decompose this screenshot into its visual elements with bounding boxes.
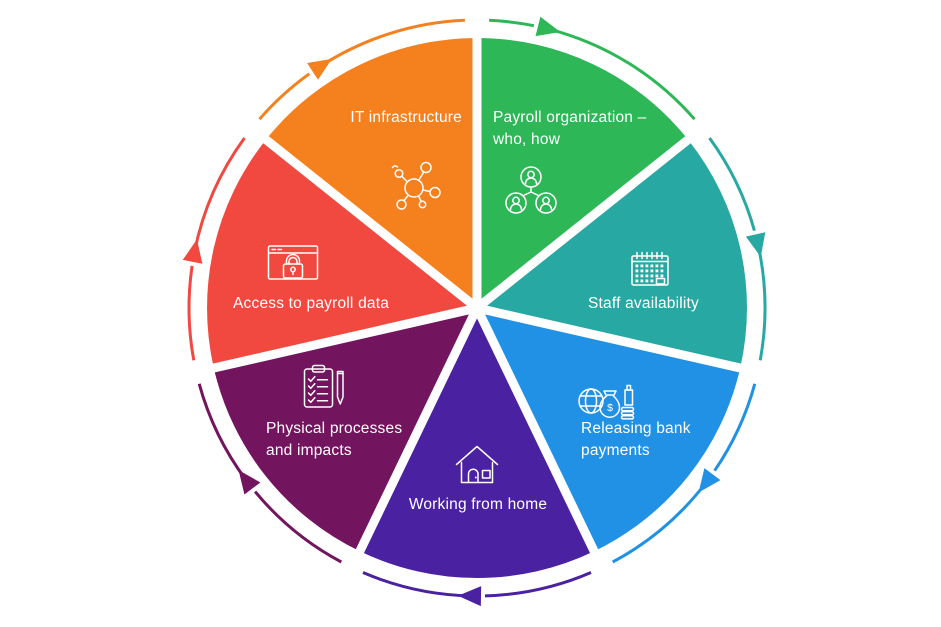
wedge-divider: [211, 303, 479, 373]
segment-label-access-to-payroll-data: Access to payroll data: [233, 295, 390, 312]
wedge-staff-availability: [477, 139, 747, 369]
house-icon: [455, 445, 499, 484]
svg-text:$: $: [607, 402, 613, 414]
ring-arc-it-infrastructure: [258, 72, 311, 121]
wedge-payroll-organization: [477, 38, 689, 308]
network-icon: [391, 161, 441, 210]
segment-label-it-infrastructure: IT infrastructure: [350, 109, 462, 126]
ring-arrow-staff-availability: [745, 232, 766, 257]
ring-arrow-physical-processes-and-impacts: [238, 470, 261, 495]
segment-label-physical-processes: Physical processes and impacts: [266, 420, 403, 459]
org-chart-icon: [505, 166, 557, 214]
segment-label-releasing-bank-payments: Releasing bank payments: [581, 420, 691, 459]
wedge-physical-processes-and-impacts: [213, 308, 478, 552]
secure-browser-icon: [267, 245, 319, 280]
wedge-access-to-payroll-data: [207, 139, 477, 369]
ring-arrow-releasing-bank-payments: [698, 468, 721, 493]
ring-arc-physical-processes-and-impacts: [253, 490, 343, 564]
calendar-icon: [631, 251, 669, 286]
ring-arc-staff-availability: [708, 137, 756, 232]
global-payments-icon: $: [578, 384, 635, 420]
ring-arrow-it-infrastructure: [307, 58, 332, 80]
wedge-releasing-bank-payments: [477, 308, 741, 552]
ring-arrow-working-from-home: [458, 586, 482, 607]
wedge-divider: [472, 306, 599, 555]
wedge-it-infrastructure: [265, 38, 477, 308]
wedge-divider: [475, 303, 743, 373]
wedge-divider: [262, 135, 480, 312]
ring-arc-it-infrastructure: [320, 18, 465, 67]
wedge-divider: [474, 135, 692, 312]
segment-label-staff-availability: Staff availability: [588, 295, 700, 312]
ring-arrow-access-to-payroll-data: [182, 239, 203, 264]
ring-arc-staff-availability: [756, 244, 767, 361]
ring-arc-payroll-organization: [489, 18, 535, 28]
wedge-divider: [355, 306, 482, 555]
segment-label-working-from-home: Working from home: [408, 496, 548, 513]
ring-arc-working-from-home: [484, 571, 592, 598]
ring-arc-payroll-organization: [547, 27, 696, 121]
wedge-working-from-home: [359, 308, 595, 579]
segment-label-payroll-organization: Payroll organization – who, how: [493, 109, 647, 148]
ring-arc-releasing-bank-payments: [713, 383, 757, 472]
checklist-icon: [303, 364, 344, 408]
ring-arrow-payroll-organization: [535, 16, 561, 37]
ring-arc-access-to-payroll-data: [187, 265, 196, 361]
